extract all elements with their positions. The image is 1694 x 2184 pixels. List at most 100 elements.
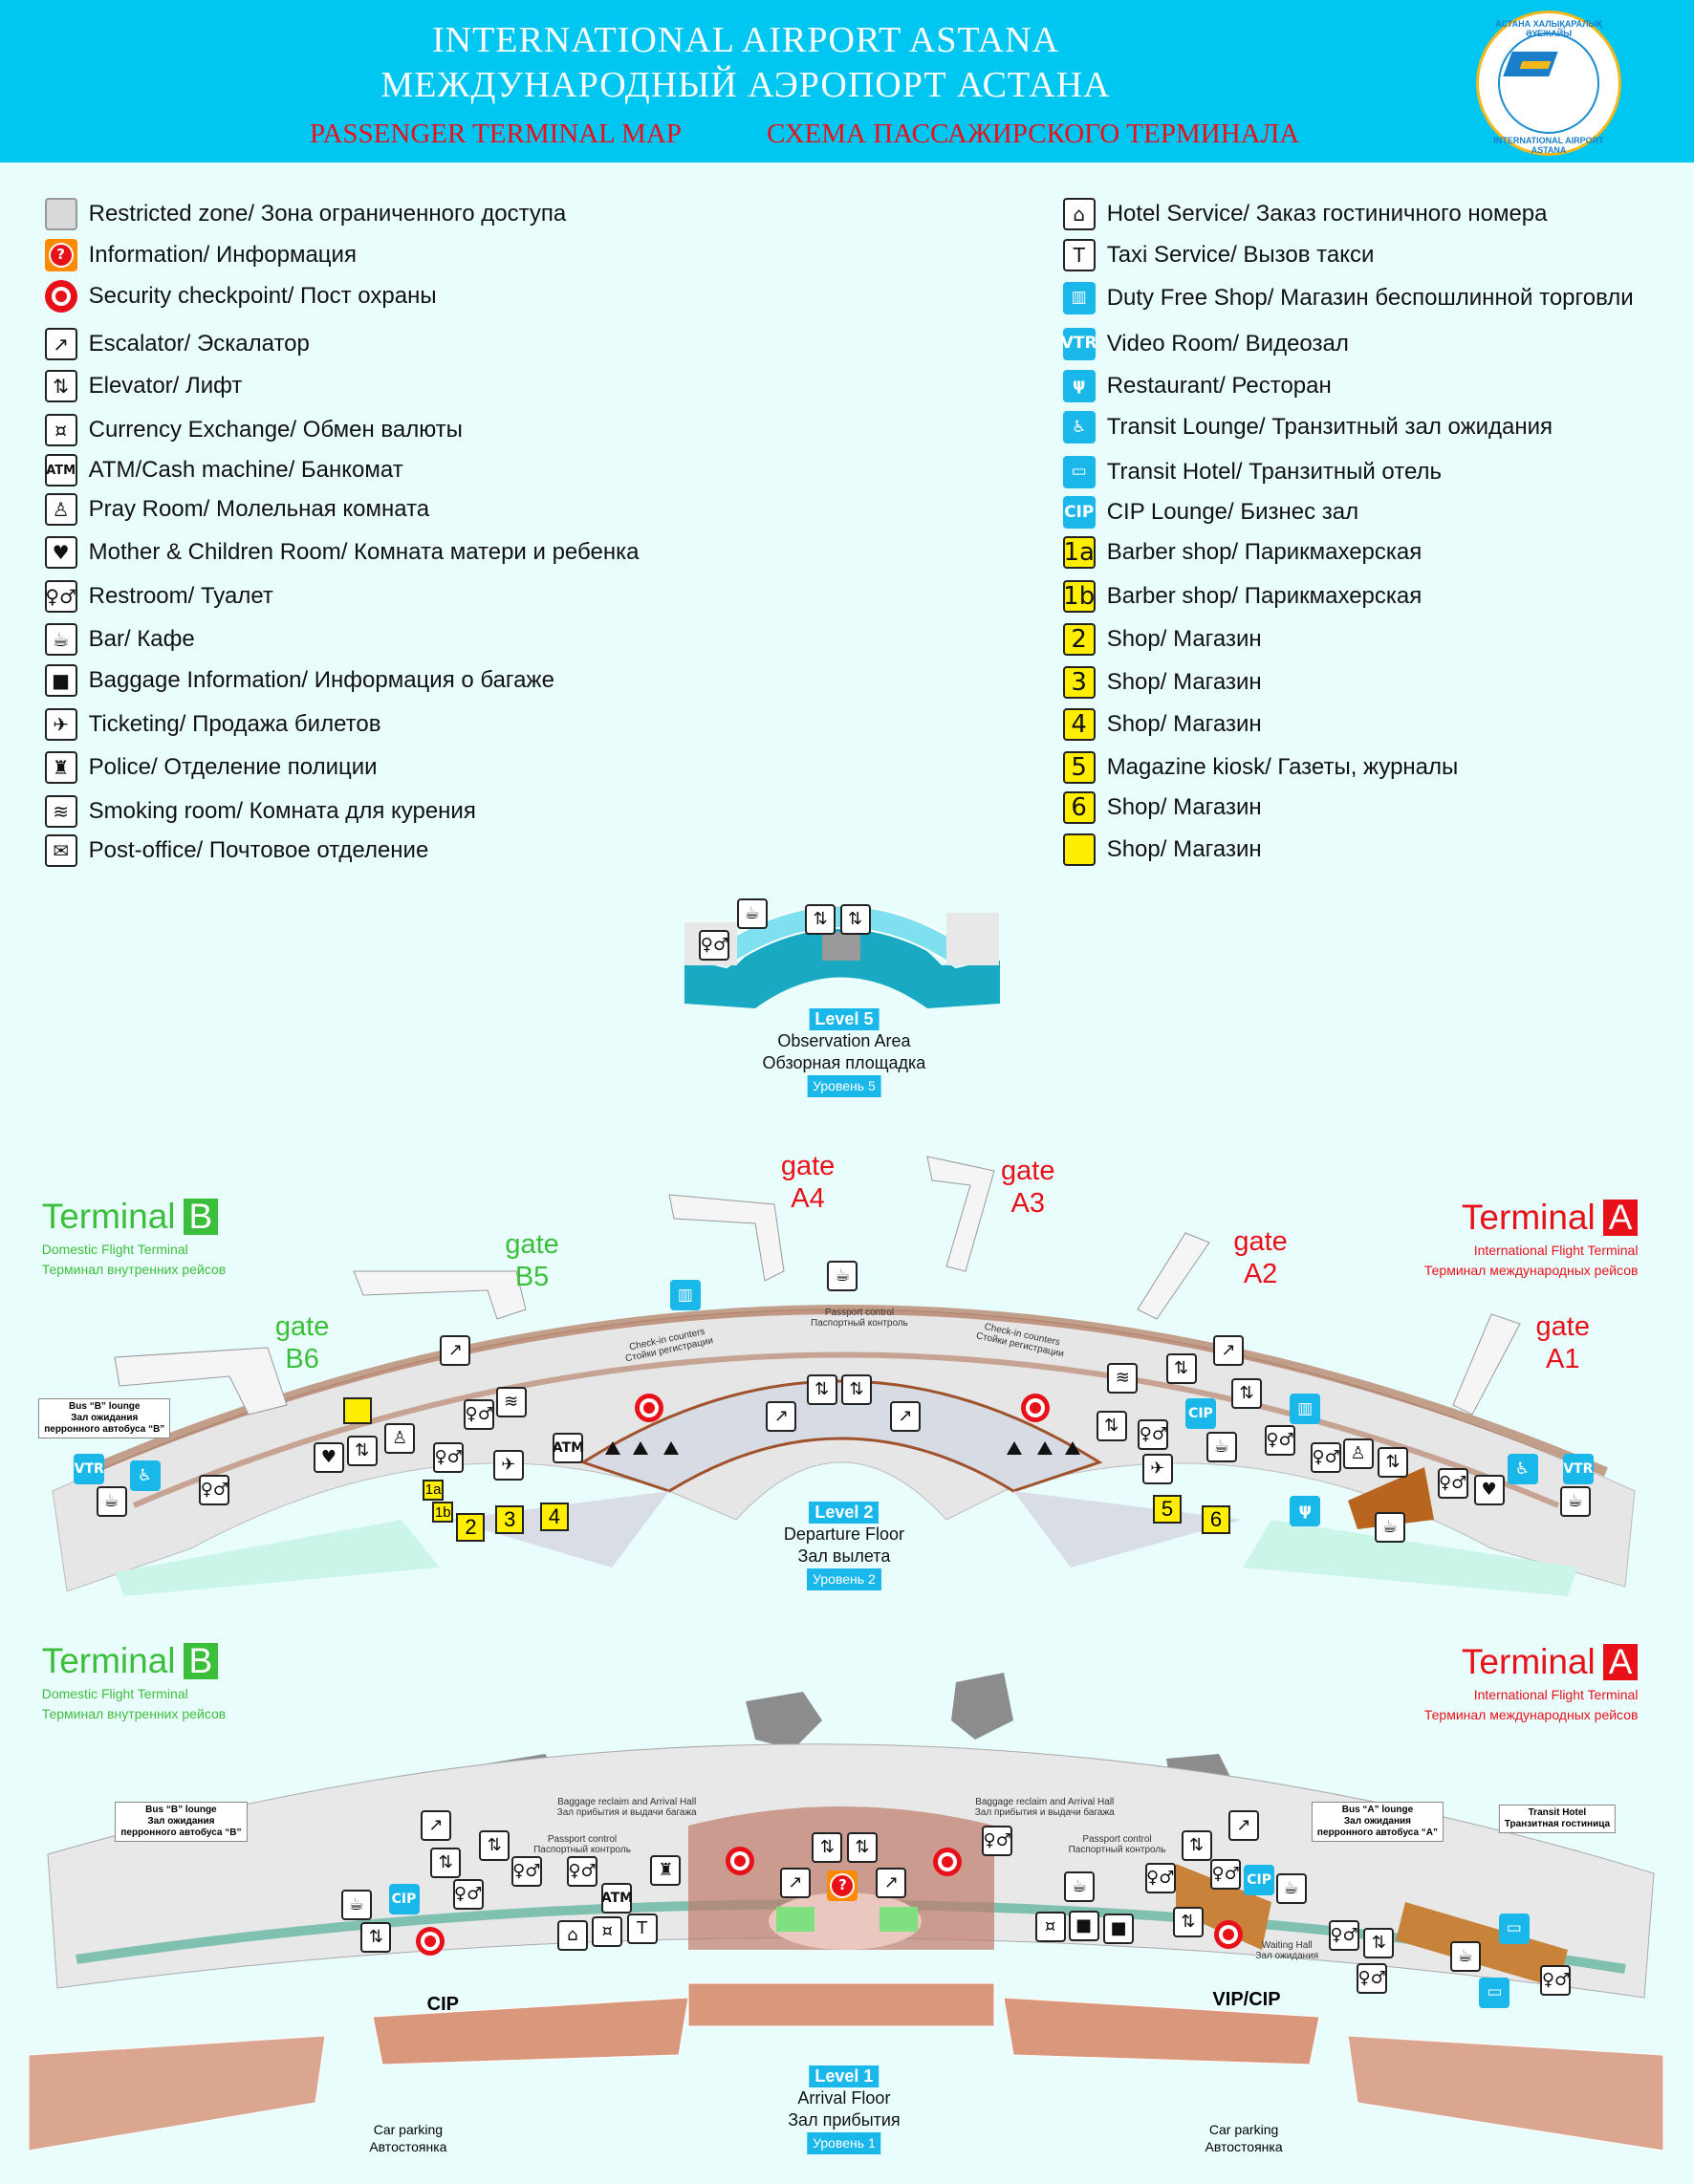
restroom-icon[interactable]: ♀♂ [1540,1964,1572,1996]
elevator-icon[interactable]: ⇅ [812,1832,843,1864]
transit-lounge-icon[interactable]: ♿ [1507,1454,1538,1485]
information-icon[interactable]: ? [827,1870,858,1901]
elevator-icon[interactable]: ⇅ [1363,1927,1395,1958]
video-room-icon[interactable]: VTR [74,1454,105,1485]
hotel-service-icon[interactable]: ⌂ [556,1920,588,1952]
bar-icon[interactable]: ☕ [736,897,768,929]
elevator-icon[interactable]: ⇅ [805,903,836,935]
bar-icon[interactable]: ☕ [340,1890,372,1921]
baggage-icon[interactable]: ■ [1102,1913,1134,1944]
shop-marker[interactable]: 5 [1152,1495,1182,1524]
cip-lounge-icon[interactable]: CIP [388,1884,420,1915]
shop-marker[interactable]: 2 [456,1513,486,1543]
elevator-icon[interactable]: ⇅ [839,903,871,935]
security-checkpoint-icon[interactable] [1020,1394,1050,1423]
smoking-icon[interactable]: ≋ [495,1387,527,1418]
currency-exchange-icon[interactable]: ¤ [1034,1912,1066,1943]
bar-icon[interactable]: ☕ [1205,1431,1237,1462]
bar-icon[interactable]: ☕ [1064,1871,1096,1903]
ticketing-icon[interactable]: ✈ [1141,1454,1173,1485]
restroom-icon[interactable]: ♀♂ [452,1878,484,1910]
restroom-icon[interactable]: ♀♂ [1311,1442,1342,1474]
police-icon[interactable]: ♜ [650,1854,682,1886]
bar-icon[interactable]: ☕ [1275,1872,1307,1904]
restroom-icon[interactable]: ♀♂ [699,930,730,962]
escalator-icon[interactable]: ↗ [779,1867,811,1898]
currency-exchange-icon[interactable]: ¤ [592,1915,623,1947]
restroom-icon[interactable]: ♀♂ [1329,1920,1359,1952]
restroom-icon[interactable]: ♀♂ [464,1399,495,1431]
cip-lounge-icon[interactable]: CIP [1184,1397,1216,1429]
restroom-icon[interactable]: ♀♂ [199,1474,230,1505]
pray-room-icon[interactable]: ♙ [1342,1438,1374,1470]
bar-icon[interactable]: ☕ [1375,1512,1406,1544]
smoking-icon[interactable]: ≋ [1107,1363,1139,1395]
elevator-icon[interactable]: ⇅ [1181,1829,1212,1861]
elevator-icon[interactable]: ⇅ [1378,1446,1408,1478]
elevator-icon[interactable]: ⇅ [430,1848,462,1879]
mother-child-icon[interactable]: ♥ [313,1442,344,1474]
escalator-icon[interactable]: ↗ [1213,1335,1245,1367]
baggage-icon[interactable]: ■ [1068,1911,1099,1942]
restroom-icon[interactable]: ♀♂ [510,1856,542,1888]
atm-icon[interactable]: ATM [601,1882,633,1914]
security-checkpoint-icon[interactable] [725,1846,754,1875]
duty-free-icon[interactable]: ▥ [1290,1394,1321,1425]
restroom-icon[interactable]: ♀♂ [1437,1467,1468,1499]
shop-marker[interactable]: 4 [539,1502,569,1531]
elevator-icon[interactable]: ⇅ [1231,1378,1262,1410]
shop-marker[interactable] [343,1396,373,1424]
elevator-icon[interactable]: ⇅ [346,1436,378,1467]
transit-lounge-icon[interactable]: ♿ [129,1460,161,1492]
escalator-icon[interactable]: ↗ [1228,1810,1260,1842]
atm-icon[interactable]: ATM [553,1433,584,1464]
bar-icon[interactable]: ☕ [827,1260,858,1291]
elevator-icon[interactable]: ⇅ [1172,1906,1204,1937]
ticketing-icon[interactable]: ✈ [492,1449,524,1481]
shop-marker[interactable]: 1b [432,1502,454,1524]
security-checkpoint-icon[interactable] [1214,1919,1244,1949]
level5-observation-deck [684,904,1000,1008]
shop-marker[interactable]: 6 [1201,1504,1230,1534]
transit-hotel-icon[interactable]: ▭ [1498,1913,1530,1944]
elevator-icon[interactable]: ⇅ [1165,1353,1197,1385]
security-checkpoint-icon[interactable] [932,1848,962,1876]
shop-marker[interactable]: 3 [495,1504,525,1534]
transit-hotel-icon[interactable]: ▭ [1479,1977,1510,2008]
restroom-icon[interactable]: ♀♂ [567,1856,598,1888]
escalator-icon[interactable]: ↗ [440,1335,471,1367]
restroom-icon[interactable]: ♀♂ [982,1826,1013,1857]
escalator-icon[interactable]: ↗ [421,1810,452,1842]
bar-icon[interactable]: ☕ [1559,1485,1591,1517]
escalator-icon[interactable]: ↗ [876,1867,907,1898]
restroom-icon[interactable]: ♀♂ [1264,1424,1295,1456]
legend-item: Restricted zone/ Зона ограниченного дост… [44,198,566,231]
video-room-icon[interactable]: VTR [1562,1454,1594,1485]
restroom-icon[interactable]: ♀♂ [1144,1863,1176,1894]
elevator-icon[interactable]: ⇅ [846,1832,878,1864]
taxi-service-icon[interactable]: T [626,1913,658,1944]
elevator-icon[interactable]: ⇅ [360,1921,392,1953]
restroom-icon[interactable]: ♀♂ [1357,1963,1388,1995]
restroom-icon[interactable]: ♀♂ [433,1442,465,1474]
security-checkpoint-icon[interactable] [416,1927,445,1957]
elevator-icon[interactable]: ⇅ [806,1374,837,1406]
pray-room-icon[interactable]: ♙ [384,1423,416,1455]
security-checkpoint-icon[interactable] [634,1394,663,1423]
restaurant-icon[interactable]: ψ [1290,1495,1321,1526]
escalator-icon[interactable]: ↗ [766,1400,797,1432]
elevator-icon[interactable]: ⇅ [1096,1410,1127,1441]
elevator-icon[interactable]: ⇅ [841,1374,873,1406]
duty-free-icon[interactable]: ▥ [669,1280,701,1310]
restroom-icon[interactable]: ♀♂ [1138,1418,1169,1450]
restroom-icon[interactable]: ♀♂ [1210,1859,1242,1891]
bar-icon[interactable]: ☕ [1449,1941,1481,1973]
shop-marker[interactable]: 1a [423,1479,445,1501]
escalator-icon[interactable]: ↗ [890,1400,922,1432]
bar-icon[interactable]: ☕ [96,1485,127,1517]
mother-child-icon[interactable]: ♥ [1473,1474,1505,1505]
cip-lounge-icon[interactable]: CIP [1244,1864,1275,1895]
elevator-icon[interactable]: ⇅ [479,1829,510,1861]
